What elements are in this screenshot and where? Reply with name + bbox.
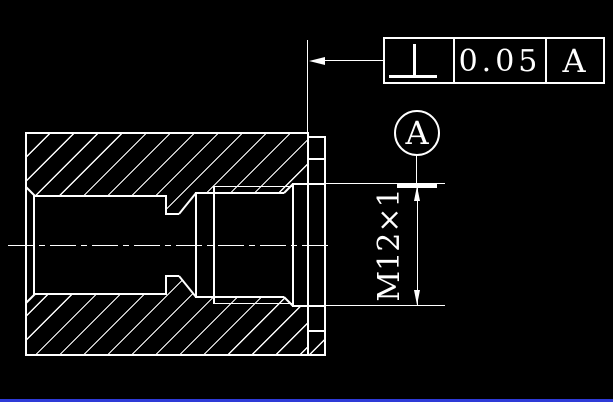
outline-top-edge	[25, 132, 309, 134]
extension-line-dim-top	[326, 183, 445, 184]
fcf-divider-1	[453, 37, 455, 84]
section-hatch-boss	[309, 332, 325, 355]
small-hole-top	[165, 213, 179, 215]
body-boss-edge	[307, 132, 309, 356]
extension-line-dim-bottom	[326, 305, 445, 306]
step-wall-lower	[165, 275, 167, 295]
boss-groove-bottom-line	[308, 330, 325, 332]
fcf-leader-line	[320, 60, 383, 61]
datum-label-circle: A	[394, 110, 440, 156]
fcf-divider-2	[545, 37, 547, 84]
outline-bottom-edge	[25, 354, 326, 356]
window-edge-bar	[0, 399, 613, 402]
feature-control-frame	[383, 37, 605, 84]
outline-left-face	[25, 132, 27, 356]
thread-major-bottom	[213, 303, 293, 304]
thread-callout-label: M12×1	[372, 188, 407, 302]
bore-opening-bottom-edge	[292, 305, 325, 307]
boss-groove-top-line	[308, 158, 325, 160]
bore-opening-top-edge	[292, 183, 325, 185]
fcf-tolerance-value: 0.05	[458, 44, 542, 79]
dim-arrowhead-up-icon	[414, 186, 420, 201]
outline-boss-top-edge	[307, 136, 326, 138]
small-hole-bottom	[165, 275, 179, 277]
big-bore-top	[33, 195, 167, 197]
leader-arrowhead-icon	[309, 57, 325, 65]
perpendicularity-icon	[413, 44, 416, 76]
thread-minor-bottom	[195, 296, 284, 298]
outline-right-face	[324, 136, 326, 356]
dim-arrowhead-down-icon	[414, 290, 420, 305]
step-wall-upper	[165, 195, 167, 215]
thread-minor-top	[195, 192, 284, 194]
extension-line-right-face	[307, 40, 308, 132]
datum-label: A	[405, 114, 429, 152]
datum-leader-line	[416, 154, 417, 184]
centerline	[8, 245, 330, 246]
big-bore-bottom	[33, 293, 167, 295]
thread-major-top	[213, 186, 293, 187]
dimension-line	[417, 186, 418, 305]
perpendicularity-icon-base	[389, 75, 437, 78]
fcf-datum-reference: A	[562, 42, 586, 80]
